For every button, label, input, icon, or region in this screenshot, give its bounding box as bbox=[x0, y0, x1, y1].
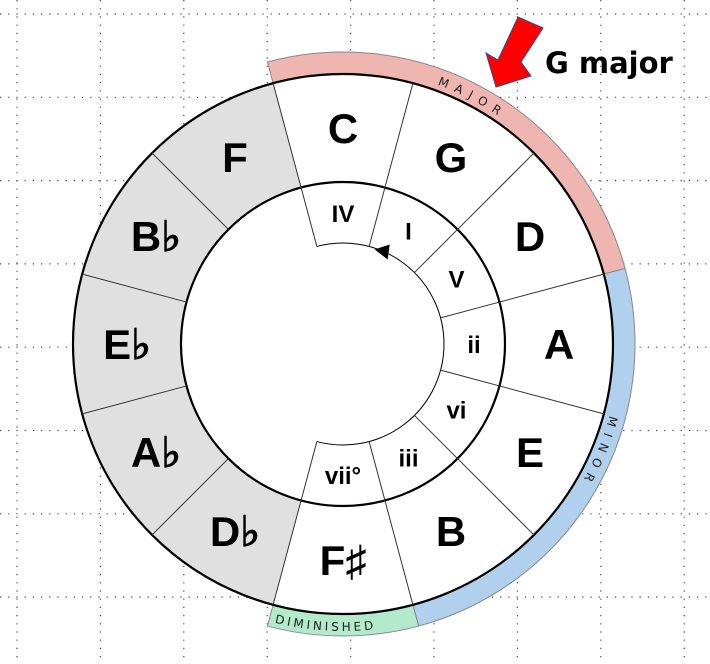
key-label: C bbox=[328, 105, 358, 152]
key-label: A♭ bbox=[131, 429, 181, 476]
numeral-divider bbox=[440, 369, 500, 387]
numeral-divider bbox=[414, 415, 458, 459]
key-divider bbox=[151, 458, 229, 536]
numeral-divider bbox=[368, 187, 386, 247]
key-divider bbox=[82, 385, 187, 415]
direction-arrow-icon bbox=[374, 244, 390, 260]
numeral-label: V bbox=[448, 267, 464, 294]
numeral-divider bbox=[368, 441, 386, 501]
numeral-divider bbox=[414, 229, 458, 273]
numeral-divider bbox=[440, 301, 500, 319]
outer-circle bbox=[71, 72, 615, 616]
key-label: G bbox=[435, 134, 468, 181]
key-divider bbox=[82, 273, 187, 303]
key-divider bbox=[151, 152, 229, 230]
middle-circle bbox=[179, 180, 507, 508]
key-label: B♭ bbox=[131, 213, 181, 260]
numeral-divider bbox=[300, 187, 318, 247]
key-label: D bbox=[515, 213, 545, 260]
numeral-label: ii bbox=[467, 332, 480, 359]
numeral-label: iii bbox=[398, 445, 418, 472]
inner-arc bbox=[316, 242, 445, 446]
key-divider bbox=[457, 152, 535, 230]
key-label: A bbox=[544, 321, 574, 368]
numeral-label: I bbox=[405, 219, 412, 246]
red-arrow-icon bbox=[485, 16, 544, 88]
key-divider bbox=[272, 500, 302, 605]
numeral-label: vii° bbox=[325, 463, 361, 490]
key-divider bbox=[384, 500, 414, 605]
key-label: B bbox=[436, 508, 466, 555]
g-major-callout: G major bbox=[545, 46, 673, 80]
key-label: F bbox=[222, 134, 248, 181]
numeral-label: vi bbox=[446, 398, 466, 425]
key-label: E♭ bbox=[103, 321, 151, 368]
key-label: D♭ bbox=[210, 508, 260, 555]
outside-keys-shading bbox=[72, 83, 302, 605]
key-label: F♯ bbox=[320, 537, 367, 584]
key-divider bbox=[272, 83, 302, 188]
numeral-divider bbox=[300, 441, 318, 501]
key-label: E bbox=[516, 429, 544, 476]
key-divider bbox=[457, 458, 535, 536]
key-divider bbox=[384, 83, 414, 188]
key-divider bbox=[499, 273, 604, 303]
key-divider bbox=[499, 385, 604, 415]
numeral-label: IV bbox=[332, 201, 355, 228]
